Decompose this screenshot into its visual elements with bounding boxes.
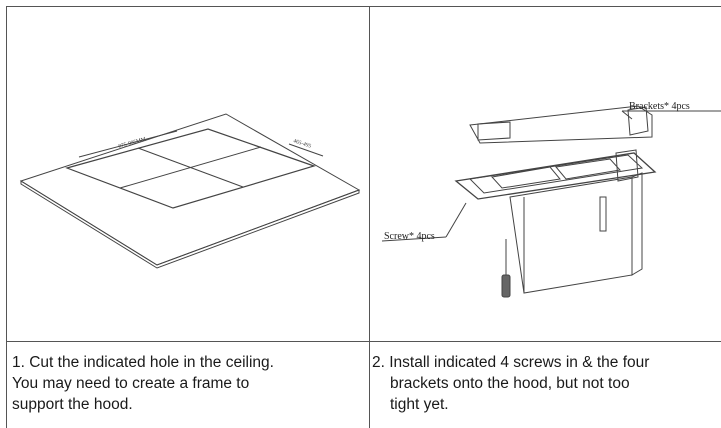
ceiling-panel-outline (19, 113, 361, 266)
hood-body-side (631, 172, 643, 276)
brackets-leader-line (621, 110, 633, 120)
step-1-line-3: support the hood. (12, 396, 133, 413)
hood-rim (454, 152, 657, 200)
step-2-line-1: 2. Install indicated 4 screws in & the f… (372, 354, 650, 371)
table-divider-vertical (369, 6, 370, 428)
hood-back-tab (477, 121, 511, 141)
hole-outline (65, 128, 316, 209)
bracket-right-lower (615, 149, 639, 182)
step-1-line-1: 1. Cut the indicated hole in the ceiling… (12, 354, 274, 371)
step-2-line-3: tight yet. (390, 396, 449, 413)
hood-top-plate (469, 105, 653, 144)
screw-leader-line (445, 202, 467, 238)
hood-rim-inner (468, 154, 644, 194)
table-border-top (6, 6, 721, 7)
hood-bracket-figure: Brackets* 4pcs Screw* 4pcs (381, 101, 721, 298)
step-2-text: 2. Install indicated 4 screws in & the f… (372, 352, 721, 415)
hood-body-slot (599, 196, 607, 232)
filter-panel-2 (555, 158, 621, 180)
screw-label: Screw* 4pcs (384, 231, 435, 242)
ceiling-hole-figure: 875-995MM 465-495 (19, 113, 361, 269)
bracket-right-upper (627, 106, 649, 136)
screw-label-underline (381, 236, 447, 242)
brackets-label: Brackets* 4pcs (629, 101, 690, 112)
step-1-text: 1. Cut the indicated hole in the ceiling… (12, 352, 367, 415)
dimension-label-b: 465-495 (292, 138, 312, 149)
step-2-line-2: brackets onto the hood, but not too (390, 375, 630, 392)
ceiling-panel-bottom-edge (20, 180, 360, 269)
filter-panel-1 (491, 166, 561, 189)
hood-body-front (509, 176, 633, 294)
table-divider-horizontal (6, 341, 721, 342)
dimension-line-a (78, 130, 178, 158)
step-1-line-2: You may need to create a frame to (12, 375, 250, 392)
screwdriver-handle (501, 274, 511, 298)
table-border-left (6, 6, 7, 428)
dimension-line-b (288, 143, 324, 157)
dimension-label-a: 875-995MM (118, 136, 147, 150)
hole-center-line-2 (119, 146, 262, 189)
